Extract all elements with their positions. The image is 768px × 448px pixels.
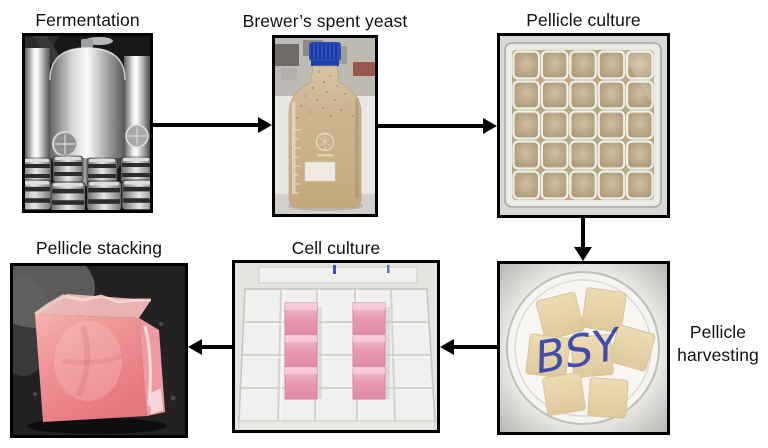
arrow-head-left-icon — [440, 339, 454, 355]
step-label-pellicle-culture: Pellicle culture — [526, 10, 641, 30]
arrow-head-down-icon — [574, 247, 592, 261]
culture-tray-illustration — [500, 36, 667, 215]
plate-lid-edge — [258, 266, 418, 284]
bottle-cap — [309, 42, 341, 61]
step-label-cell-culture: Cell culture — [291, 238, 381, 258]
step-label-fermentation: Fermentation — [35, 10, 140, 30]
graduation-marks — [294, 129, 301, 194]
media-bottle — [288, 42, 362, 209]
arrow-shaft — [378, 124, 485, 128]
pellicle-cube — [34, 294, 165, 422]
arrow-shaft — [201, 345, 232, 349]
photo-pellicle-stacking — [10, 263, 188, 438]
bottle-label — [304, 161, 336, 182]
arrow-head-right-icon — [483, 118, 497, 134]
arrow-shaft — [453, 345, 497, 349]
photo-pellicle-culture — [497, 33, 670, 218]
step-label-pellicle-harvesting: Pellicle harvesting — [677, 322, 759, 365]
harvested-pellicles — [525, 287, 656, 419]
well-plate-illustration — [235, 263, 437, 430]
yeast-bottle-illustration — [275, 38, 375, 214]
fermentation-tanks-illustration — [25, 36, 150, 210]
bottle-logo — [315, 132, 335, 152]
photo-brewers-spent-yeast — [272, 35, 378, 217]
photo-fermentation — [22, 33, 153, 213]
photo-cell-culture — [232, 260, 440, 433]
step-label-brewers-spent-yeast: Brewer’s spent yeast — [242, 11, 408, 31]
arrow-head-right-icon — [258, 117, 272, 133]
photo-pellicle-harvesting: BSY — [497, 261, 670, 435]
step-label-pellicle-stacking: Pellicle stacking — [35, 238, 163, 258]
yeast-foam-specks — [296, 71, 354, 119]
petri-dish-illustration: BSY — [500, 264, 667, 432]
arrow-shaft — [153, 123, 260, 127]
stacked-pellicle-cube-illustration — [13, 266, 185, 435]
pink-culture-wells — [284, 302, 386, 400]
tray-wells — [512, 50, 654, 200]
arrow-head-left-icon — [188, 339, 202, 355]
keg-stack — [25, 155, 150, 210]
arrow-shaft — [581, 218, 585, 248]
